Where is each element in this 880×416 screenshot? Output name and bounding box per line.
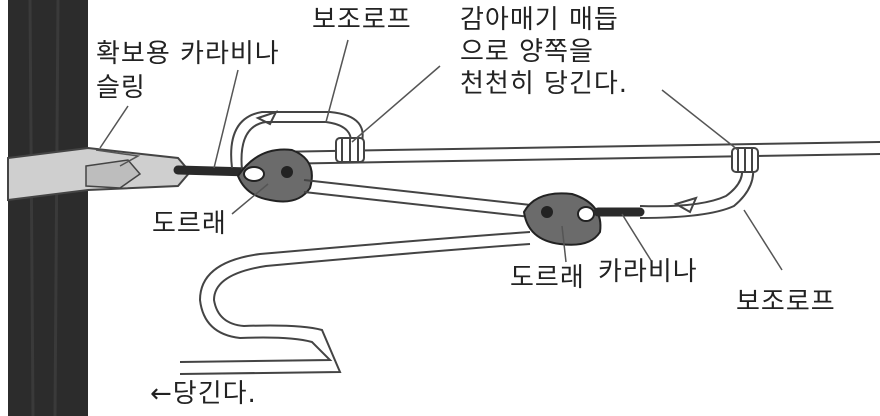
knot-top	[255, 110, 278, 126]
main-rope-upper	[269, 141, 880, 153]
label-anchor-carabiner: 확보용 카라비나	[96, 39, 280, 69]
label-pulley-right: 도르래	[510, 263, 585, 293]
label-instruction-line3: 천천히 당긴다.	[460, 69, 629, 99]
aux-rope-right-loop-inner	[639, 161, 755, 219]
main-rope-upper-edge	[269, 153, 880, 165]
leader-instruction-left	[351, 65, 441, 143]
leader-pulley-left	[231, 183, 269, 215]
leader-aux-top	[325, 39, 349, 123]
tree-bark-highlight	[28, 0, 60, 416]
label-instruction-line1: 감아매기 매듭	[460, 5, 619, 35]
sling-fold	[85, 159, 142, 189]
pulley-left-axle	[281, 166, 293, 178]
pulley-right-axle	[541, 206, 553, 218]
label-aux-rope-right: 보조로프	[736, 287, 836, 317]
knot-right	[673, 196, 698, 214]
leader-anchor-carabiner	[213, 69, 239, 169]
label-instruction-line2: 으로 양쪽을	[460, 37, 594, 67]
lower-rope	[303, 179, 541, 207]
label-aux-rope-top: 보조로프	[312, 5, 412, 35]
pulley-left	[236, 148, 313, 203]
label-pulley-left: 도르래	[152, 209, 227, 239]
tree-trunk	[8, 0, 88, 416]
free-rope-end	[179, 231, 531, 363]
pulley-right	[522, 192, 602, 246]
prusik-knot-top	[335, 137, 365, 163]
leader-sling	[99, 105, 129, 149]
pulley-right-hole	[577, 206, 595, 222]
leader-pulley-right	[561, 225, 567, 263]
anchor-carabiner	[173, 165, 255, 177]
leader-aux-right	[743, 209, 783, 271]
label-pull: ←당긴다.	[150, 379, 257, 409]
label-sling: 슬링	[96, 73, 146, 103]
aux-rope-right-loop	[639, 161, 744, 208]
free-rope-end-edge	[179, 243, 531, 375]
lower-rope-edge	[303, 191, 541, 219]
leader-instruction-right	[661, 89, 739, 151]
aux-rope-top-loop	[230, 111, 364, 169]
sling-detail	[95, 149, 141, 167]
pulley-left-hole	[243, 166, 265, 182]
label-carabiner: 카라비나	[598, 257, 698, 287]
leader-carabiner	[621, 213, 653, 263]
prusik-knot-right	[731, 147, 759, 173]
